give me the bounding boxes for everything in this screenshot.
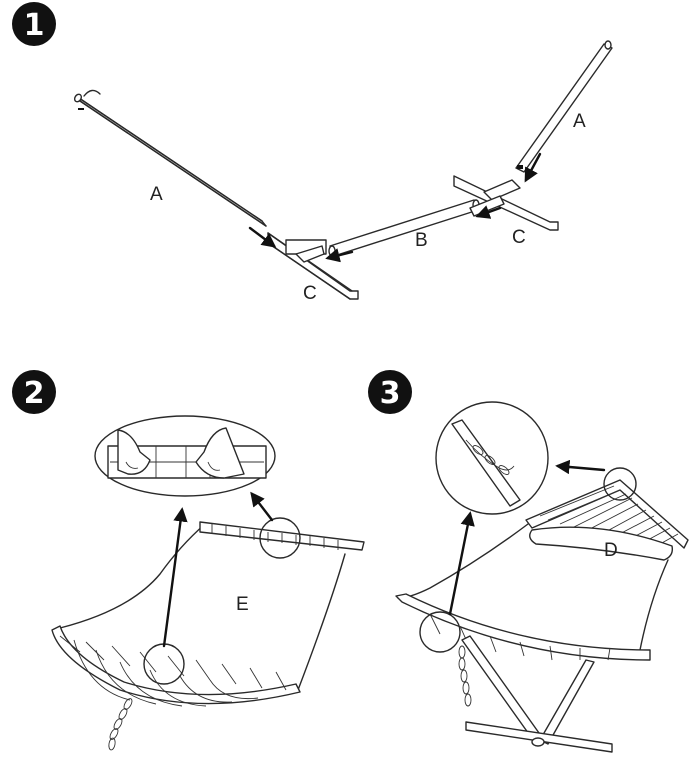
zoom-callout-hands xyxy=(94,415,276,497)
step-2: 2 xyxy=(12,370,365,751)
chain-step-3 xyxy=(458,645,472,707)
step-3: 3 xyxy=(368,370,689,753)
arrow-left-base xyxy=(325,248,354,263)
arrow-to-spreader-callout xyxy=(555,459,606,475)
zoom-circle-top xyxy=(259,517,301,559)
arrow-to-callout-bottom xyxy=(162,507,188,648)
left-tube-a xyxy=(73,89,267,227)
step-3-number: 3 xyxy=(380,376,401,411)
arrow-left-tube xyxy=(248,226,277,248)
hammock-assembled xyxy=(395,479,689,661)
label-e: E xyxy=(236,594,249,615)
left-hand-icon xyxy=(117,429,151,475)
left-base-c xyxy=(267,232,359,300)
right-tube-a xyxy=(515,40,613,173)
arrow-to-hook-callout xyxy=(448,511,475,616)
label-a-left: A xyxy=(150,184,163,205)
center-tube-b xyxy=(328,199,480,257)
arrow-right-tube xyxy=(524,152,542,183)
label-b: B xyxy=(415,230,428,251)
hammock-e xyxy=(51,521,365,707)
stand xyxy=(461,635,613,753)
zoom-circle-spreader xyxy=(603,467,637,501)
right-hand-icon xyxy=(195,427,245,479)
arrow-to-callout-top xyxy=(250,491,274,522)
step-1: 1 xyxy=(12,2,613,304)
zoom-callout-hook xyxy=(435,401,549,515)
step-1-badge: 1 xyxy=(12,2,56,46)
zoom-circle-hook xyxy=(419,611,461,653)
label-c-left: C xyxy=(303,283,317,304)
label-d: D xyxy=(604,540,618,561)
step-1-number: 1 xyxy=(24,8,45,43)
pillow-d xyxy=(529,526,674,561)
chain xyxy=(108,698,133,751)
arrow-right-base xyxy=(475,205,502,219)
label-c-right: C xyxy=(512,227,526,248)
step-3-badge: 3 xyxy=(368,370,412,414)
step-2-number: 2 xyxy=(24,376,45,411)
label-a-right: A xyxy=(573,111,586,132)
step-2-badge: 2 xyxy=(12,370,56,414)
